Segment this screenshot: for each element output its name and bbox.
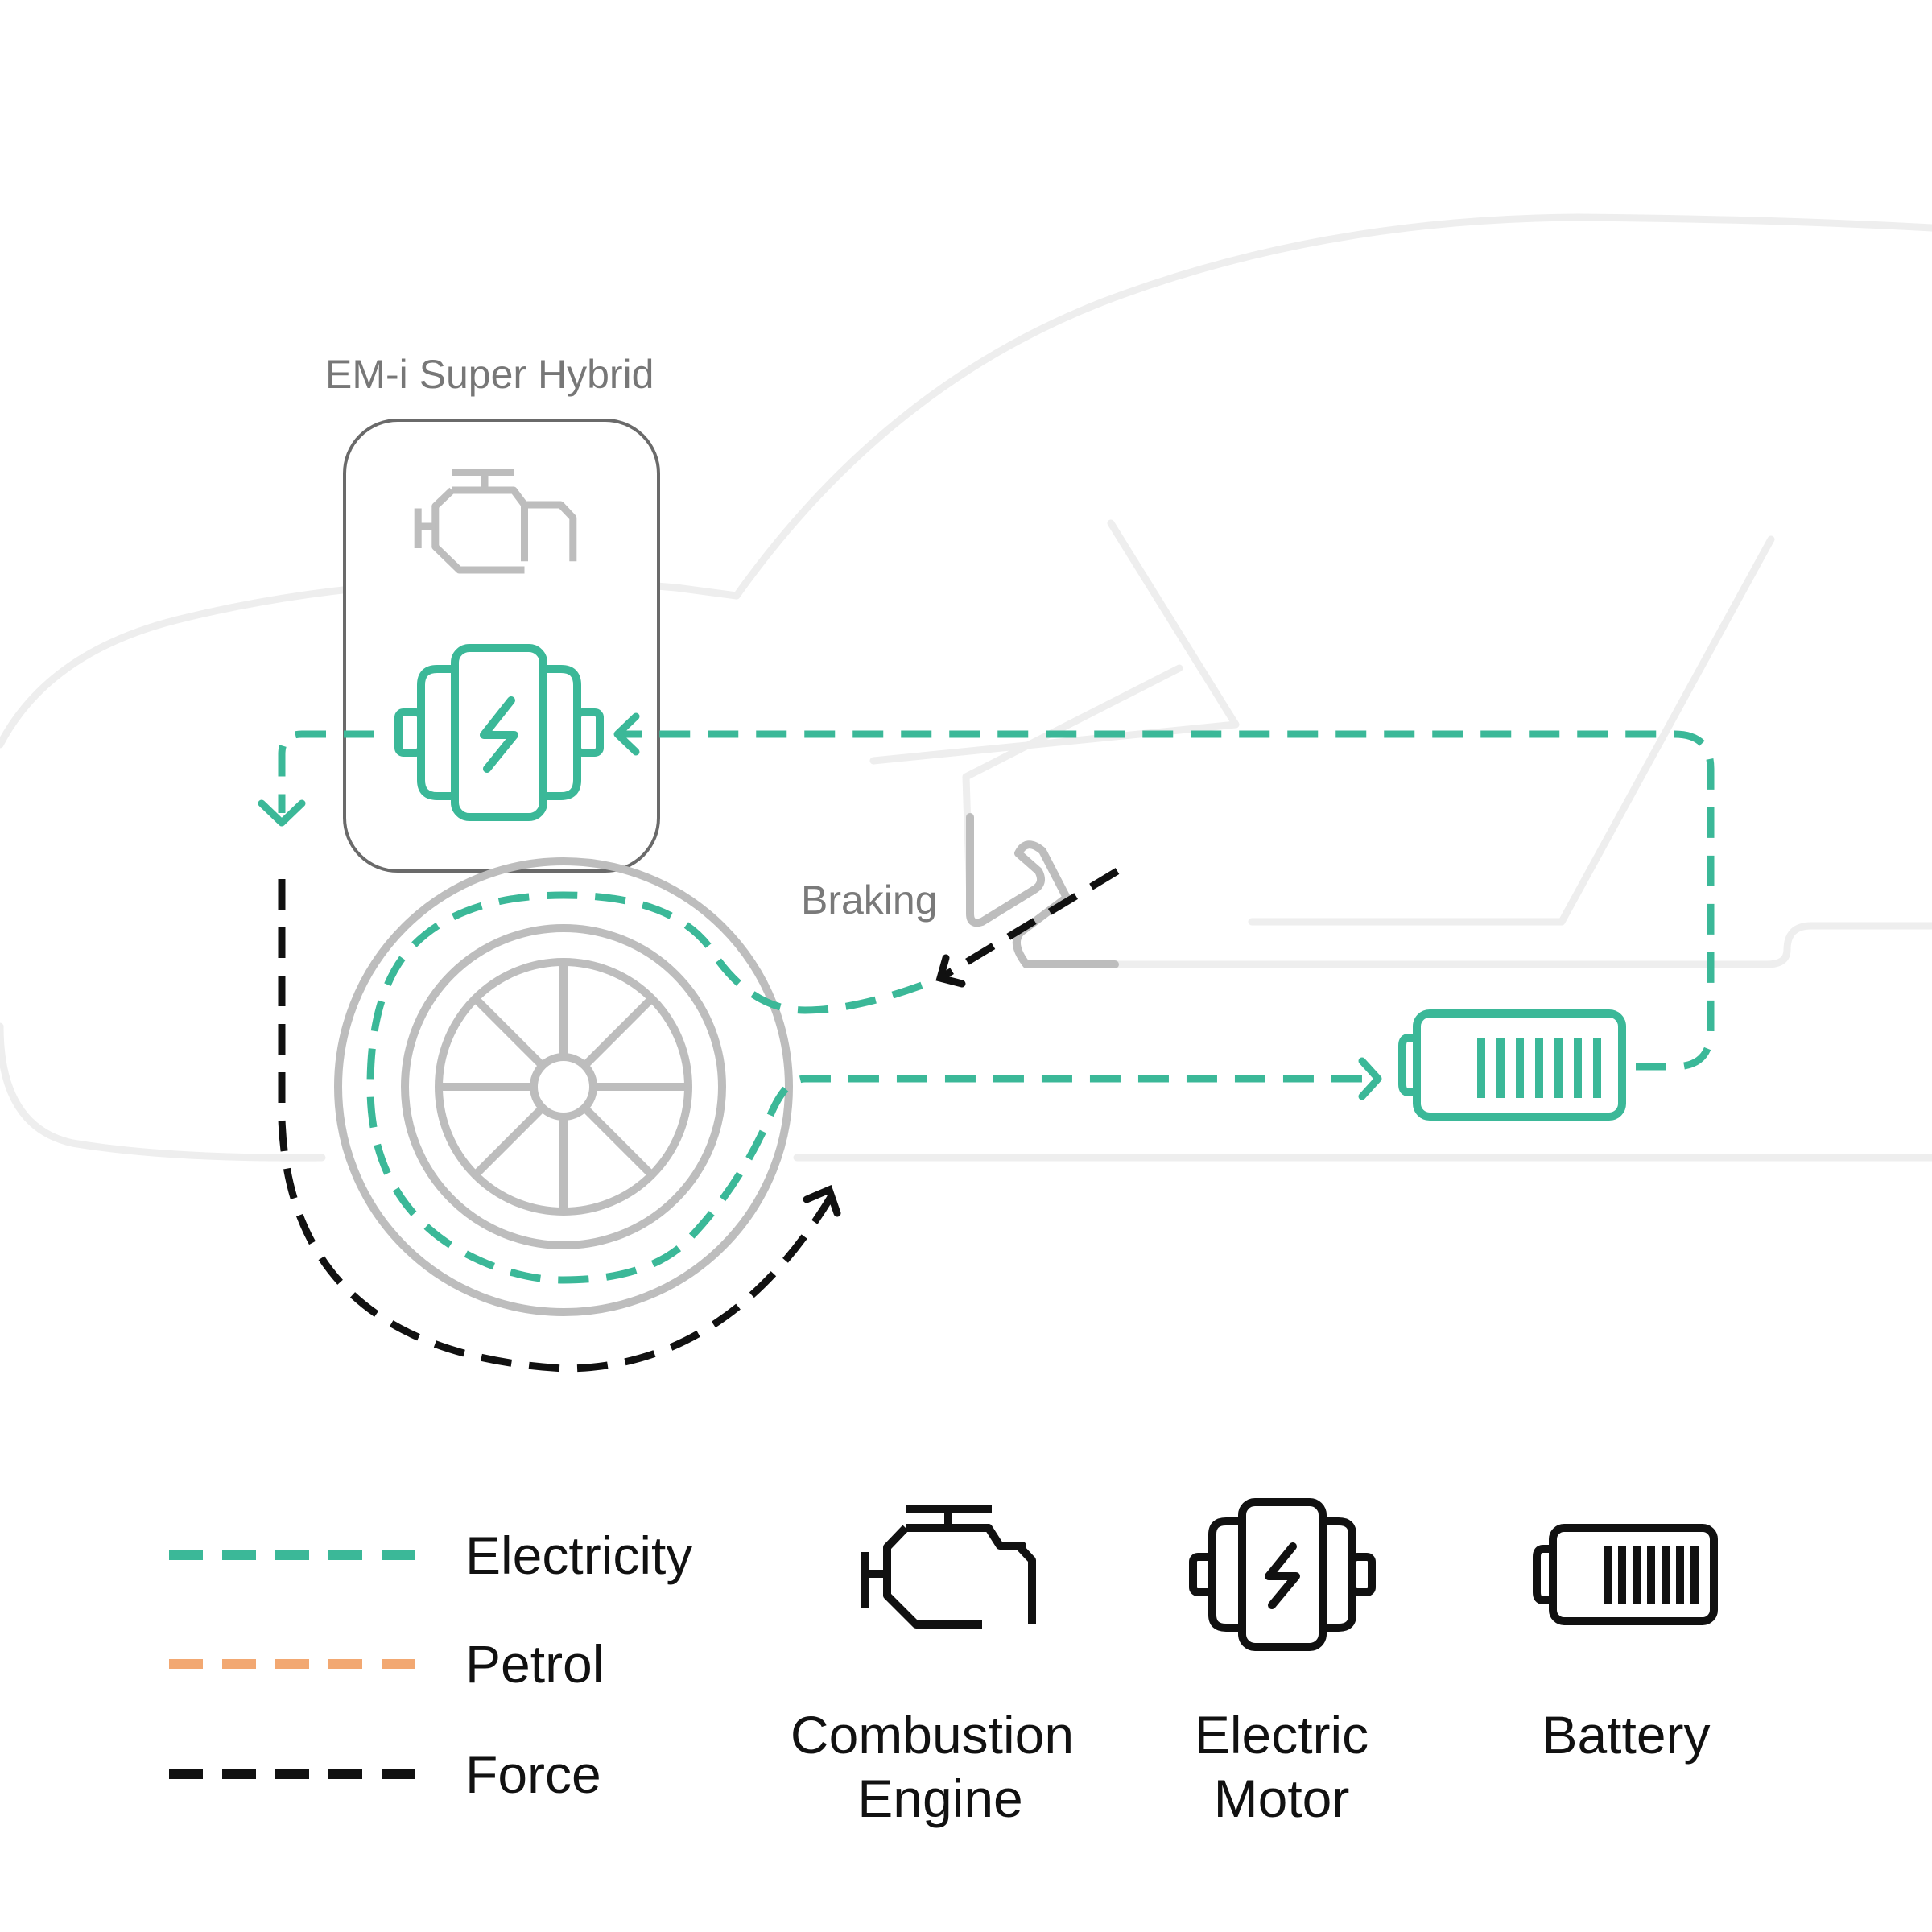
- legend-label-electricity: Electricity: [465, 1525, 692, 1585]
- braking-label: Braking: [801, 877, 938, 923]
- engine-key-icon: [861, 1505, 1036, 1629]
- electricity-path-left: [278, 730, 374, 813]
- legend-label-force: Force: [465, 1744, 601, 1804]
- electricity-path-regen: [366, 891, 1373, 1284]
- wheel-icon: [334, 857, 793, 1316]
- arrowhead-to-battery: [1358, 1057, 1382, 1100]
- electricity-path-return: [621, 730, 1715, 1071]
- motor-label-line2: Motor: [1214, 1769, 1350, 1828]
- arrowhead-down: [258, 799, 306, 827]
- arrowhead-to-motor: [613, 712, 640, 756]
- engine-icon: [414, 469, 577, 574]
- battery-icon-active: [1398, 1009, 1626, 1121]
- battery-label: Battery: [1542, 1705, 1710, 1765]
- force-path-wheel: [278, 879, 836, 1373]
- engine-label-line2: Engine: [857, 1769, 1023, 1828]
- force-arrowhead-braking: [935, 954, 966, 988]
- engine-label-line1: Combustion: [791, 1705, 1074, 1765]
- force-path-braking: [938, 868, 1120, 981]
- force-arrowhead-wheel: [803, 1184, 841, 1217]
- battery-key-icon: [1533, 1524, 1718, 1625]
- legend: Electricity Petrol Force: [169, 1525, 692, 1804]
- electric-motor-icon-active: [394, 644, 604, 821]
- motor-label-line1: Electric: [1195, 1705, 1368, 1765]
- car-outline: [0, 213, 1932, 1162]
- legend-label-petrol: Petrol: [465, 1634, 604, 1694]
- electricity-flows: [278, 730, 1715, 1284]
- force-flows: [278, 868, 1120, 1373]
- brake-pedal: [966, 813, 1119, 968]
- electricity-arrowheads: [258, 712, 1382, 1100]
- system-title: EM-i Super Hybrid: [325, 352, 654, 397]
- force-arrowheads: [803, 954, 966, 1217]
- electric-motor-key-icon: [1189, 1498, 1376, 1651]
